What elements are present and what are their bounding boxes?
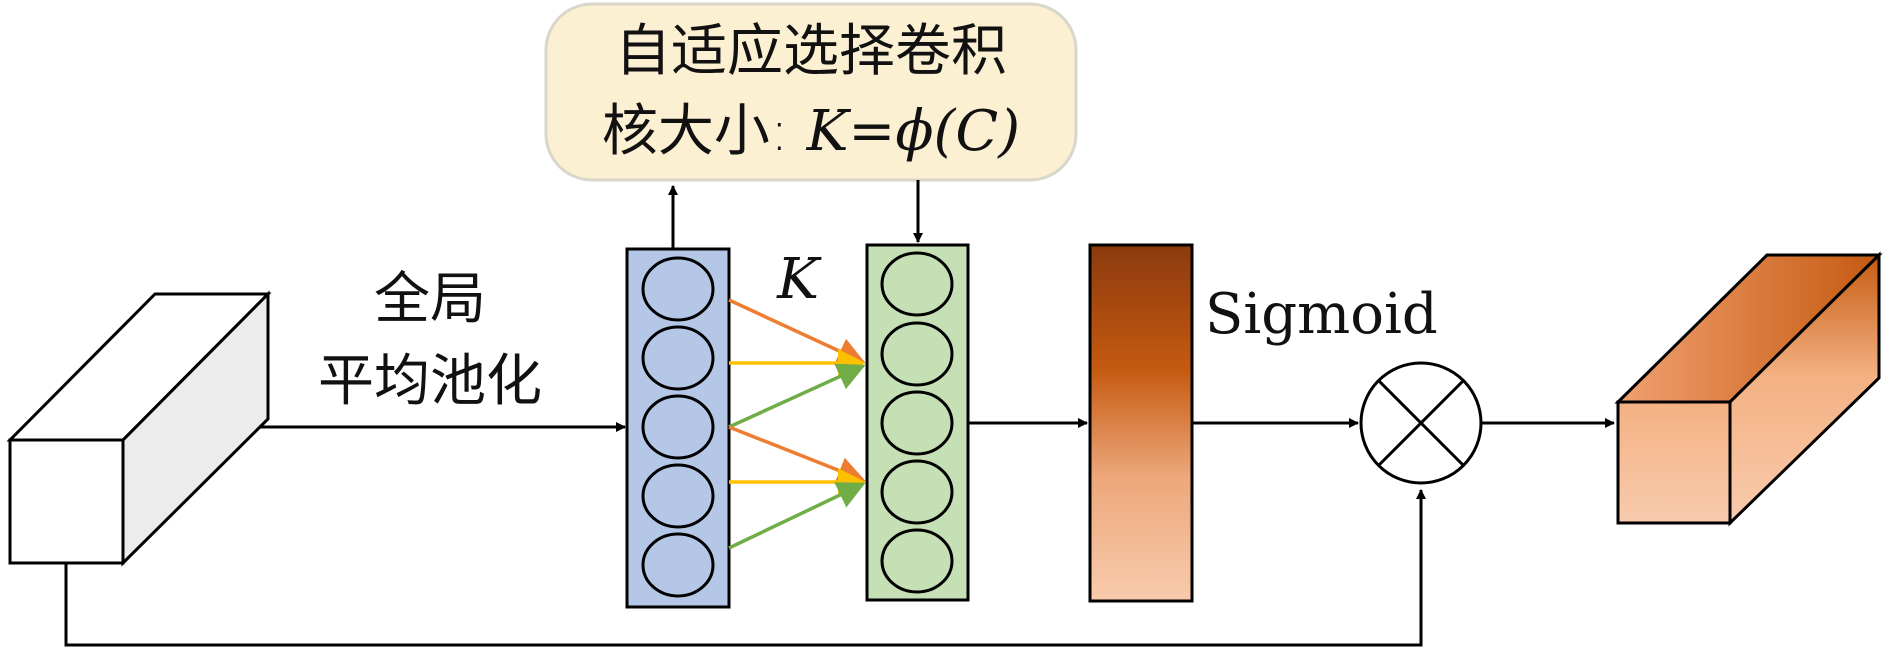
pooled-vector-column [625, 247, 731, 609]
channel-weights-bar [1088, 243, 1194, 603]
conv-node [880, 321, 954, 387]
kernel-connections [728, 298, 866, 550]
kernel-arrow-orange [728, 425, 866, 484]
skip-connection-arrow [64, 489, 1426, 647]
multiply-icon [1359, 361, 1483, 485]
callout-line1: 自适应选择卷积 [615, 19, 1007, 84]
conv-node [880, 459, 954, 525]
callout-line2-prefix: 核大小: [602, 99, 807, 164]
kernel-arrow-green [728, 363, 866, 429]
output-feature-cube [1614, 251, 1883, 527]
conv-output-column [865, 243, 970, 602]
gap-label-line2: 平均池化 [318, 349, 542, 414]
pooled-node [641, 394, 715, 460]
kernel-size-label: K [776, 247, 822, 312]
sigmoid-label: Sigmoid [1205, 282, 1438, 347]
kernel-arrow-green [728, 482, 866, 550]
callout-line2: 核大小: K=ϕ(C) [602, 99, 1020, 164]
pooled-node [641, 256, 715, 322]
adaptive-kernel-callout: 自适应选择卷积 核大小: K=ϕ(C) [544, 2, 1078, 182]
pooled-node [641, 532, 715, 598]
callout-formula: K=ϕ(C) [806, 99, 1020, 164]
conv-node [880, 528, 954, 594]
conv-node [880, 251, 954, 317]
gap-label: 全局 [374, 267, 486, 332]
pooled-node [641, 325, 715, 391]
pooled-node [641, 463, 715, 529]
conv-node [880, 390, 954, 456]
input-feature-cube [6, 290, 272, 567]
